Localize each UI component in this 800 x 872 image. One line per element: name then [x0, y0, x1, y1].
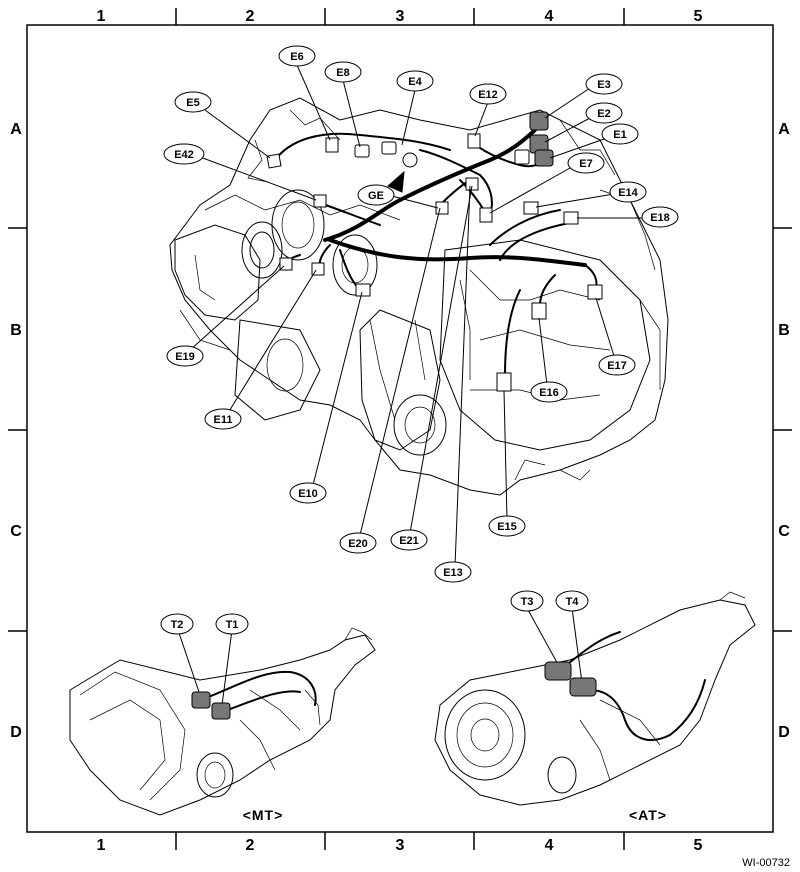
callout-e3: E3 — [585, 73, 623, 95]
callout-e11: E11 — [204, 408, 242, 430]
callout-e17: E17 — [598, 354, 636, 376]
engine-illustration — [169, 97, 669, 496]
label-e17: E17 — [607, 360, 627, 372]
callout-e8: E8 — [324, 61, 362, 83]
label-e4: E4 — [408, 76, 422, 88]
label-e20: E20 — [348, 538, 368, 550]
grid-ticks — [8, 8, 792, 850]
at-transmission-illustration — [434, 591, 756, 806]
label-t4: T4 — [566, 596, 580, 608]
grid-col-2-bottom: 2 — [246, 837, 255, 854]
callout-t2: T2 — [160, 613, 194, 635]
callout-e5: E5 — [174, 91, 212, 113]
grid-row-b-left: B — [10, 322, 22, 339]
grid-row-a-right: A — [778, 121, 790, 138]
label-t2: T2 — [171, 619, 184, 631]
grid-col-4-top: 4 — [545, 8, 554, 25]
label-e19: E19 — [175, 351, 195, 363]
diagram-frame — [26, 24, 774, 833]
label-e18: E18 — [650, 212, 670, 224]
callout-e14: E14 — [609, 181, 647, 203]
label-e13: E13 — [443, 567, 463, 579]
label-e2: E2 — [597, 108, 610, 120]
mt-transmission-illustration — [69, 627, 376, 816]
callout-e19: E19 — [166, 345, 204, 367]
leader-lines — [177, 64, 646, 706]
grid-labels-left: A B C D — [10, 121, 22, 741]
grid-col-4-bottom: 4 — [545, 837, 554, 854]
callout-e20: E20 — [339, 532, 377, 554]
callout-e13: E13 — [434, 561, 472, 583]
label-e15: E15 — [497, 521, 517, 533]
callout-e16: E16 — [530, 381, 568, 403]
grid-col-1-bottom: 1 — [97, 837, 106, 854]
label-e6: E6 — [290, 51, 303, 63]
figure-code: WI-00732 — [742, 857, 790, 869]
label-e5: E5 — [186, 97, 199, 109]
callout-t3: T3 — [510, 590, 544, 612]
callout-labels: E6 E8 E4 E12 E3 E2 E1 E5 E42 E7 GE E14 E… — [160, 45, 679, 635]
label-ge: GE — [368, 190, 384, 202]
callout-e12: E12 — [469, 83, 507, 105]
label-e12: E12 — [478, 89, 498, 101]
callout-e2: E2 — [585, 102, 623, 124]
grid-col-3-top: 3 — [396, 8, 405, 25]
label-t1: T1 — [226, 619, 239, 631]
label-t3: T3 — [521, 596, 534, 608]
grid-row-c-left: C — [10, 523, 22, 540]
grid-col-1-top: 1 — [97, 8, 106, 25]
callout-e21: E21 — [390, 529, 428, 551]
caption-at: <AT> — [629, 807, 667, 823]
callout-t1: T1 — [215, 613, 249, 635]
label-e10: E10 — [298, 488, 318, 500]
grid-labels-bottom: 1 2 3 4 5 — [97, 837, 703, 854]
label-e8: E8 — [336, 67, 349, 79]
callout-e1: E1 — [601, 123, 639, 145]
callout-e6: E6 — [278, 45, 316, 67]
callout-e7: E7 — [567, 152, 605, 174]
grid-col-5-top: 5 — [694, 8, 703, 25]
callout-e18: E18 — [641, 206, 679, 228]
label-e11: E11 — [214, 414, 233, 426]
grid-row-c-right: C — [778, 523, 790, 540]
callout-e10: E10 — [289, 482, 327, 504]
label-e1: E1 — [613, 129, 626, 141]
callout-ge: GE — [357, 184, 395, 206]
label-e42: E42 — [174, 149, 194, 161]
grid-labels-top: 1 2 3 4 5 — [97, 8, 703, 25]
label-e7: E7 — [579, 158, 592, 170]
caption-mt: <MT> — [243, 807, 284, 823]
grid-row-d-left: D — [10, 724, 22, 741]
label-e3: E3 — [597, 79, 610, 91]
callout-e4: E4 — [396, 70, 434, 92]
grid-row-a-left: A — [10, 121, 22, 138]
callout-e42: E42 — [163, 143, 205, 165]
label-e21: E21 — [399, 535, 419, 547]
grid-row-d-right: D — [778, 724, 790, 741]
arrow-icon — [387, 170, 405, 193]
grid-row-b-right: B — [778, 322, 790, 339]
grid-col-3-bottom: 3 — [396, 837, 405, 854]
grid-col-2-top: 2 — [246, 8, 255, 25]
label-e14: E14 — [618, 187, 638, 199]
grid-labels-right: A B C D — [778, 121, 790, 741]
callout-t4: T4 — [555, 590, 589, 612]
grid-col-5-bottom: 5 — [694, 837, 703, 854]
label-e16: E16 — [539, 387, 559, 399]
callout-e15: E15 — [488, 515, 526, 537]
